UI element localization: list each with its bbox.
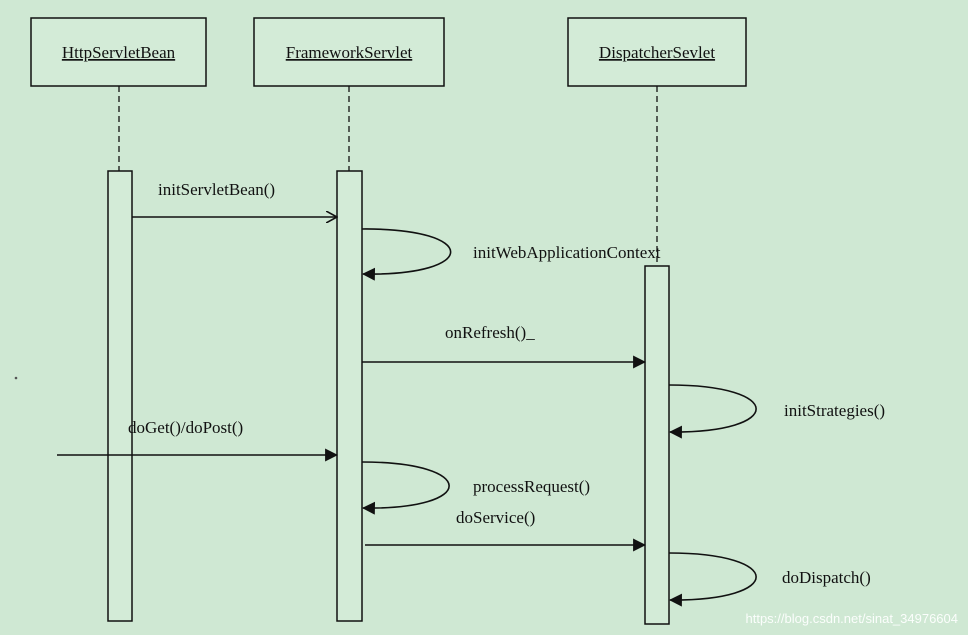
message-do-dispatch: doDispatch() [668,552,871,607]
participant-label: FrameworkServlet [286,43,413,62]
message-label: doGet()/doPost() [128,418,243,437]
message-label: initServletBean() [158,180,275,199]
stray-dot [14,376,18,380]
message-init-web-application-context: initWebApplicationContext [361,228,661,281]
activation-bar [336,170,363,622]
participant-label: DispatcherSevlet [599,43,715,62]
message-on-refresh: onRefresh()_ [362,323,647,369]
message-label: initStrategies() [784,401,885,420]
participant-box [567,17,747,87]
self-call-arrow [668,552,757,607]
participant-frameworkservlet: FrameworkServlet [253,17,445,622]
activation-bar [107,170,133,622]
participant-label: HttpServletBean [62,43,176,62]
participant-dispatcherservlet: DispatcherSevlet [567,17,747,625]
message-label: doService() [456,508,535,527]
self-call-arrow [361,228,452,281]
activation-bar [644,265,670,625]
message-do-get-do-post: doGet()/doPost() [57,418,339,462]
participant-box [30,17,207,87]
participant-httpservletbean: HttpServletBean [30,17,207,622]
message-process-request: processRequest() [361,461,590,515]
message-init-servlet-bean: initServletBean() [132,180,337,217]
message-label: initWebApplicationContext [473,243,661,262]
watermark-text: https://blog.csdn.net/sinat_34976604 [746,611,959,626]
message-label: onRefresh()_ [445,323,535,342]
participant-box [253,17,445,87]
message-label: doDispatch() [782,568,871,587]
self-call-arrow [361,461,450,515]
message-init-strategies: initStrategies() [668,384,885,439]
self-call-arrow [668,384,757,439]
message-do-service: doService() [365,508,647,552]
message-label: processRequest() [473,477,590,496]
